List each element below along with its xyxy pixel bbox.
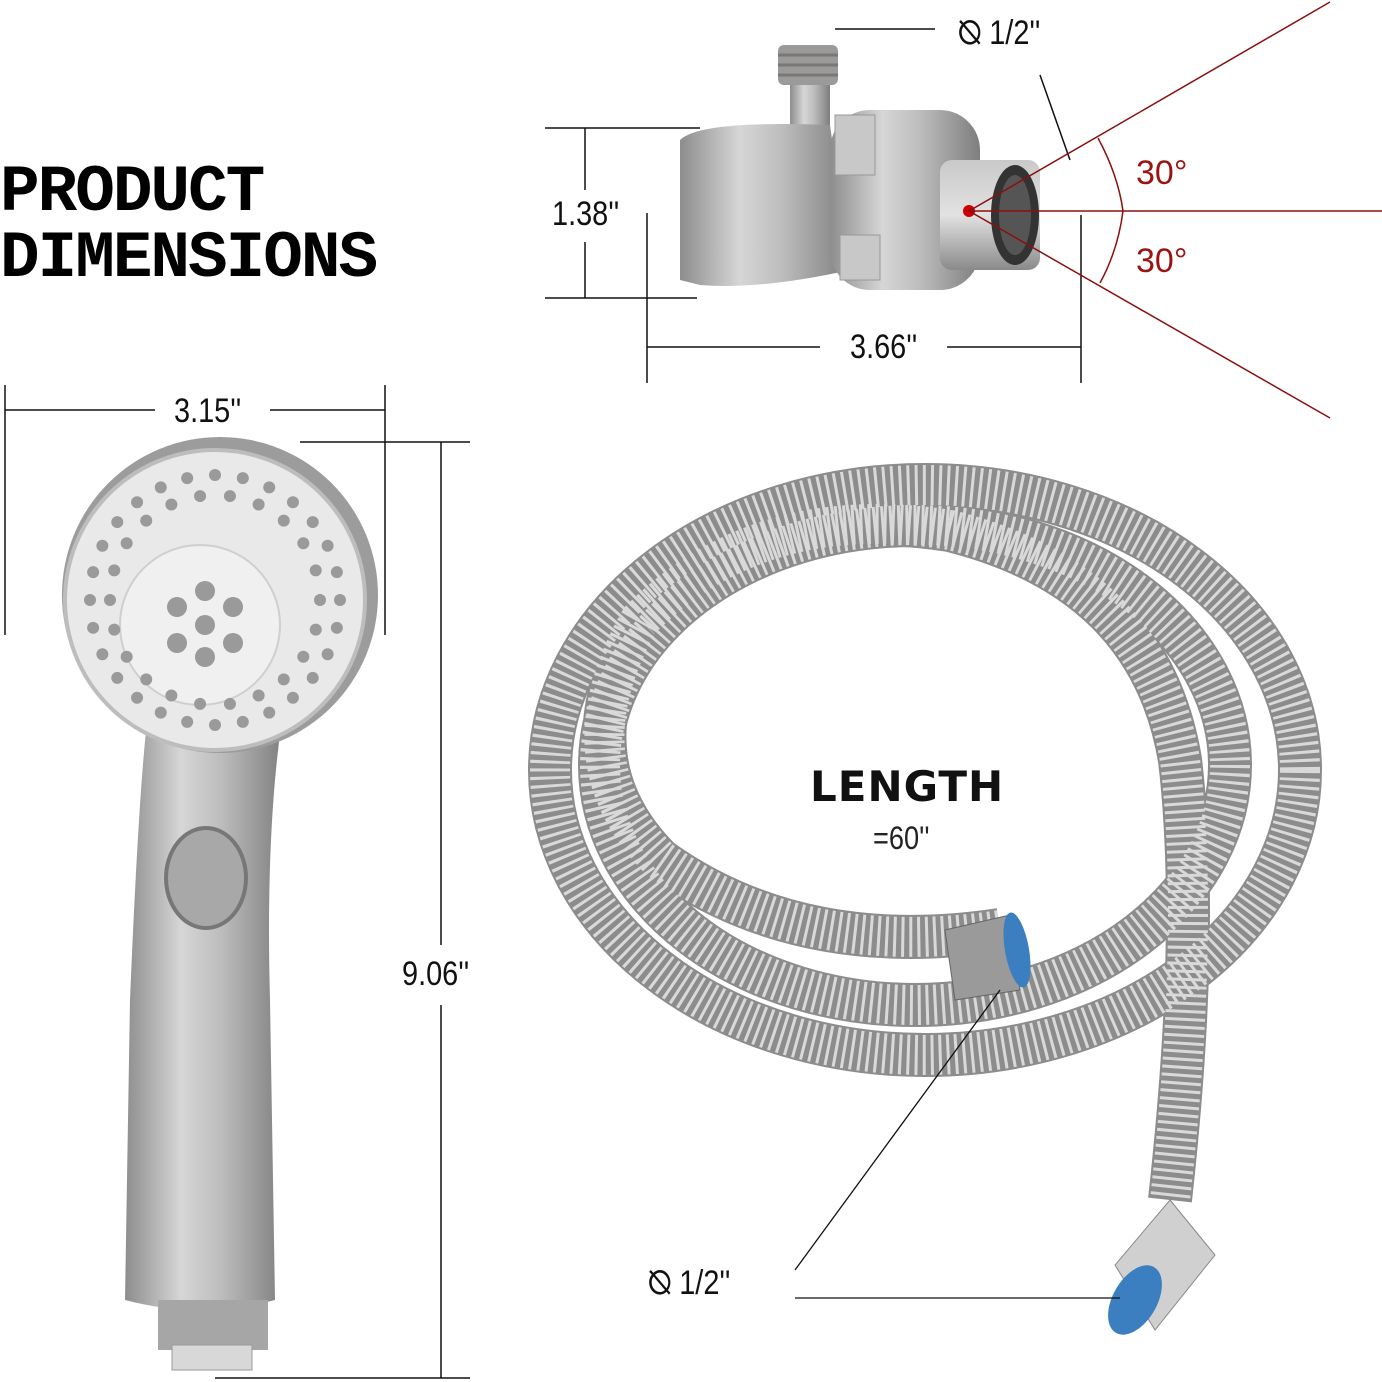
nozzle <box>87 621 100 634</box>
title-line-2: DIMENSIONS <box>0 221 378 296</box>
angle-up-label: 30° <box>1136 154 1188 192</box>
nozzle <box>111 671 124 684</box>
nozzle <box>165 689 178 702</box>
nozzle <box>120 650 133 663</box>
nozzle <box>223 633 243 653</box>
diverter-thread-value: 1/2'' <box>989 14 1041 52</box>
nozzle <box>167 597 187 617</box>
nozzle <box>194 697 207 710</box>
nozzle <box>165 498 178 511</box>
nozzle <box>297 650 310 663</box>
nozzle <box>314 594 326 606</box>
hose-connector-value: 1/2'' <box>679 1264 731 1302</box>
nozzle <box>330 566 343 579</box>
nozzle <box>223 490 236 503</box>
nozzle <box>309 564 322 577</box>
nozzle <box>306 516 319 529</box>
nozzle <box>321 539 334 552</box>
nozzle <box>286 691 299 704</box>
shower-height-label: 9.06'' <box>402 955 470 993</box>
diameter-symbol-icon: ⦰ <box>958 14 982 52</box>
nozzle <box>120 537 133 550</box>
diameter-symbol-icon: ⦰ <box>648 1264 672 1302</box>
nozzle <box>334 594 346 606</box>
nozzle <box>111 516 124 529</box>
nozzle <box>96 539 109 552</box>
nozzle <box>181 715 194 728</box>
nozzle <box>108 623 121 636</box>
nozzle <box>154 481 167 494</box>
nozzle <box>252 498 265 511</box>
nozzle <box>84 594 96 606</box>
nozzle <box>252 689 265 702</box>
nozzle <box>87 566 100 579</box>
diverter-illustration <box>680 45 1040 290</box>
nozzle <box>223 697 236 710</box>
angle-down-label: 30° <box>1136 242 1188 280</box>
diverter-width-label: 3.66'' <box>850 328 918 366</box>
hose-connector-label: ⦰ 1/2'' <box>648 1264 730 1303</box>
nozzle <box>131 691 144 704</box>
nozzle <box>194 490 207 503</box>
nozzle <box>96 648 109 661</box>
nozzle <box>195 647 215 667</box>
hose-connectors <box>944 912 1216 1335</box>
nozzle <box>131 496 144 509</box>
nozzle <box>297 537 310 550</box>
nozzle <box>140 514 153 527</box>
hose-dimension-lines <box>794 989 1120 1299</box>
hose-length-value: =60'' <box>873 820 930 856</box>
nozzle <box>209 719 221 731</box>
diverter-height-label: 1.38'' <box>552 195 620 233</box>
nozzle <box>108 564 121 577</box>
nozzle <box>236 715 249 728</box>
nozzle <box>277 673 290 686</box>
nozzle <box>140 673 153 686</box>
hose-illustration <box>528 463 1322 1203</box>
nozzle <box>154 706 167 719</box>
nozzle <box>263 706 276 719</box>
nozzle <box>263 481 276 494</box>
nozzle <box>195 615 215 635</box>
shower-dimension-lines <box>4 385 470 1379</box>
nozzle <box>195 581 215 601</box>
nozzle <box>309 623 322 636</box>
diverter-thread-label: ⦰ 1/2'' <box>958 14 1040 53</box>
nozzle <box>236 472 249 485</box>
nozzle <box>181 472 194 485</box>
nozzle <box>104 594 116 606</box>
angle-lines <box>968 1 1382 419</box>
nozzle <box>321 648 334 661</box>
shower-head-illustration <box>62 437 378 1371</box>
diverter-dimension-lines <box>545 28 1082 383</box>
nozzle <box>330 621 343 634</box>
nozzle <box>277 514 290 527</box>
nozzle <box>209 469 221 481</box>
nozzle <box>286 496 299 509</box>
nozzle <box>167 633 187 653</box>
hose-length-label: LENGTH <box>810 762 1005 811</box>
nozzle <box>223 597 243 617</box>
nozzle <box>306 671 319 684</box>
page-title: PRODUCT DIMENSIONS <box>0 155 378 296</box>
shower-width-label: 3.15'' <box>174 392 242 430</box>
title-line-1: PRODUCT <box>0 155 265 230</box>
